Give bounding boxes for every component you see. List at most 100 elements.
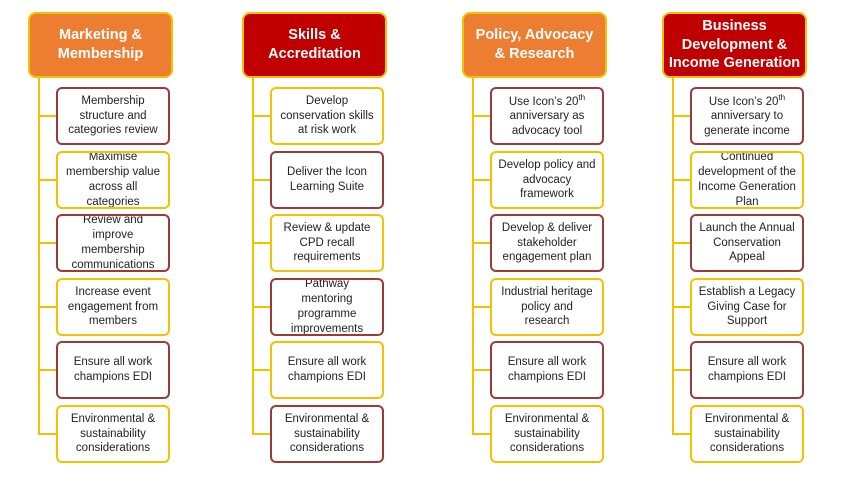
item-box: Deliver the Icon Learning Suite: [270, 151, 384, 209]
item-box: Use Icon’s 20th anniversary as advocacy …: [490, 87, 604, 145]
list-item: Environmental & sustainability considera…: [252, 405, 384, 463]
list-item: Industrial heritage policy and research: [472, 278, 604, 336]
connector-line: [38, 78, 40, 434]
item-box: Increase event engagement from members: [56, 278, 170, 336]
item-text: Review & update CPD recall requirements: [283, 221, 371, 264]
item-box: Establish a Legacy Giving Case for Suppo…: [690, 278, 804, 336]
item-text: Develop & deliver stakeholder engagement…: [501, 221, 593, 264]
item-text: Environmental & sustainability considera…: [504, 412, 590, 455]
list-item: Develop conservation skills at risk work: [252, 87, 384, 145]
connector-branch: [252, 115, 270, 117]
list-item: Use Icon’s 20th anniversary to generate …: [672, 87, 804, 145]
list-item: Ensure all work champions EDI: [472, 341, 604, 399]
connector-branch: [38, 179, 56, 181]
connector-branch: [38, 369, 56, 371]
item-text: Develop conservation skills at risk work: [280, 94, 374, 137]
list-item: Review & update CPD recall requirements: [252, 214, 384, 272]
item-box: Continued development of the Income Gene…: [690, 151, 804, 209]
list-item: Deliver the Icon Learning Suite: [252, 151, 384, 209]
connector-branch: [472, 433, 490, 435]
connector-line: [672, 78, 674, 434]
list-item: Establish a Legacy Giving Case for Suppo…: [672, 278, 804, 336]
item-text: Continued development of the Income Gene…: [698, 151, 796, 208]
list-item: Environmental & sustainability considera…: [472, 405, 604, 463]
connector-branch: [472, 115, 490, 117]
item-text: Use Icon’s 20th anniversary to generate …: [704, 92, 790, 138]
connector-branch: [252, 179, 270, 181]
connector-branch: [472, 179, 490, 181]
item-box: Ensure all work champions EDI: [56, 341, 170, 399]
item-text: Deliver the Icon Learning Suite: [287, 166, 367, 193]
column-header-title: Policy, Advocacy & Research: [475, 27, 594, 62]
item-text: Develop policy and advocacy framework: [498, 158, 596, 201]
column-header-title: Skills & Accreditation: [268, 27, 361, 62]
list-item: Pathway mentoring programme improvements: [252, 278, 384, 336]
column-header-title: Business Development & Income Generation: [668, 17, 801, 72]
item-text: Environmental & sustainability considera…: [704, 412, 790, 455]
list-item: Ensure all work champions EDI: [252, 341, 384, 399]
item-box: Environmental & sustainability considera…: [690, 405, 804, 463]
connector-branch: [672, 433, 690, 435]
item-text: Ensure all work champions EDI: [73, 356, 153, 383]
list-item: Ensure all work champions EDI: [38, 341, 170, 399]
connector-line: [252, 78, 254, 434]
item-box: Develop policy and advocacy framework: [490, 151, 604, 209]
connector-line: [472, 78, 474, 434]
list-item: Environmental & sustainability considera…: [672, 405, 804, 463]
connector-branch: [672, 115, 690, 117]
item-text: Environmental & sustainability considera…: [70, 412, 156, 455]
connector-branch: [472, 306, 490, 308]
item-box: Use Icon’s 20th anniversary to generate …: [690, 87, 804, 145]
item-text: Ensure all work champions EDI: [287, 356, 367, 383]
connector-branch: [38, 242, 56, 244]
column-header: Policy, Advocacy & Research: [462, 12, 607, 78]
item-box: Pathway mentoring programme improvements: [270, 278, 384, 336]
item-box: Environmental & sustainability considera…: [270, 405, 384, 463]
item-text: Ensure all work champions EDI: [507, 356, 587, 383]
connector-branch: [672, 369, 690, 371]
list-item: Membership structure and categories revi…: [38, 87, 170, 145]
item-text: Industrial heritage policy and research: [501, 285, 593, 328]
connector-branch: [672, 179, 690, 181]
item-text: Pathway mentoring programme improvements: [290, 278, 364, 335]
item-box: Develop & deliver stakeholder engagement…: [490, 214, 604, 272]
connector-branch: [38, 433, 56, 435]
item-box: Ensure all work champions EDI: [690, 341, 804, 399]
connector-branch: [252, 433, 270, 435]
list-item: Review and improve membership communicat…: [38, 214, 170, 272]
list-item: Ensure all work champions EDI: [672, 341, 804, 399]
item-box: Environmental & sustainability considera…: [490, 405, 604, 463]
item-box: Review & update CPD recall requirements: [270, 214, 384, 272]
connector-branch: [38, 306, 56, 308]
item-text: Maximise membership value across all cat…: [66, 151, 160, 208]
item-text: Ensure all work champions EDI: [707, 356, 787, 383]
list-item: Maximise membership value across all cat…: [38, 151, 170, 209]
list-item: Develop & deliver stakeholder engagement…: [472, 214, 604, 272]
list-item: Use Icon’s 20th anniversary as advocacy …: [472, 87, 604, 145]
item-text: Establish a Legacy Giving Case for Suppo…: [698, 285, 796, 328]
connector-branch: [252, 242, 270, 244]
column-header-title: Marketing & Membership: [57, 27, 144, 62]
connector-branch: [252, 306, 270, 308]
column-header: Business Development & Income Generation: [662, 12, 807, 78]
list-item: Increase event engagement from members: [38, 278, 170, 336]
item-box: Industrial heritage policy and research: [490, 278, 604, 336]
list-item: Launch the Annual Conservation Appeal: [672, 214, 804, 272]
column-header: Marketing & Membership: [28, 12, 173, 78]
item-text: Launch the Annual Conservation Appeal: [699, 221, 795, 264]
item-box: Maximise membership value across all cat…: [56, 151, 170, 209]
connector-branch: [472, 242, 490, 244]
item-text: Use Icon’s 20th anniversary as advocacy …: [508, 92, 586, 138]
item-text: Increase event engagement from members: [67, 285, 159, 328]
item-text: Membership structure and categories revi…: [68, 94, 158, 137]
item-box: Develop conservation skills at risk work: [270, 87, 384, 145]
connector-branch: [672, 242, 690, 244]
item-box: Ensure all work champions EDI: [270, 341, 384, 399]
connector-branch: [472, 369, 490, 371]
item-text: Review and improve membership communicat…: [71, 214, 155, 271]
connector-branch: [252, 369, 270, 371]
connector-branch: [38, 115, 56, 117]
